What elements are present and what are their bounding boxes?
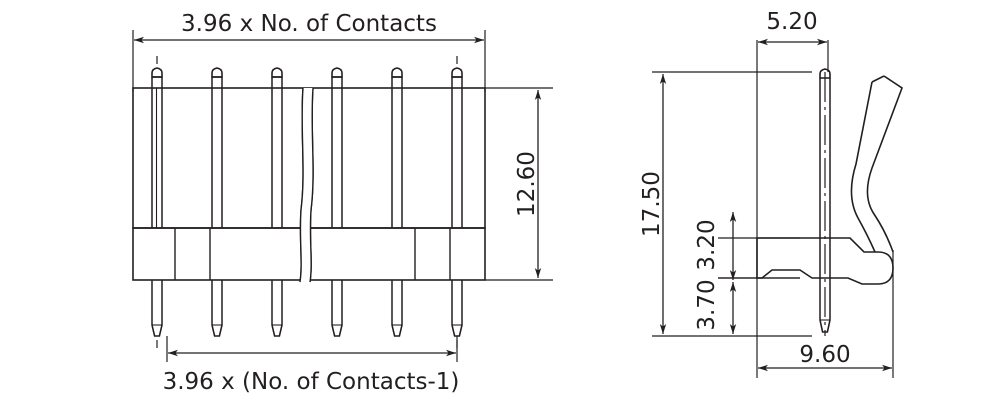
bottom-span-dimension-label: 3.96 x (No. of Contacts-1)	[163, 369, 460, 395]
pin-top-width-label: 5.20	[766, 9, 817, 35]
pin-3	[271, 67, 283, 337]
body-lower-label: 3.70	[694, 279, 720, 330]
body-upper-label: 3.20	[694, 219, 720, 270]
break-line-edges	[299, 87, 314, 283]
latch-hook-arm-inner	[850, 81, 876, 253]
side-view-group	[652, 38, 903, 378]
base-band-divisions	[174, 228, 451, 280]
depth-label: 9.60	[799, 342, 850, 368]
pin-2	[211, 67, 223, 337]
total-height-label: 17.50	[639, 171, 665, 237]
top-overall-dimension-label: 3.96 x No. of Contacts	[181, 11, 437, 37]
latch-hook-top-edge	[871, 75, 885, 83]
housing-side-profile	[756, 237, 894, 285]
side-view-pin	[819, 68, 831, 333]
bottom-dimension-extension-lines	[166, 336, 458, 362]
latch-hook-arm	[866, 75, 903, 253]
body-height-dimension	[485, 87, 553, 281]
pin-5	[391, 67, 403, 337]
total-height-extension-lines	[652, 71, 812, 337]
pin-1	[151, 67, 163, 337]
top-dimension-extension-lines	[132, 30, 486, 92]
pin-4	[331, 67, 343, 337]
front-view-group	[132, 30, 553, 362]
body-height-dimension-label: 12.60	[514, 151, 540, 217]
